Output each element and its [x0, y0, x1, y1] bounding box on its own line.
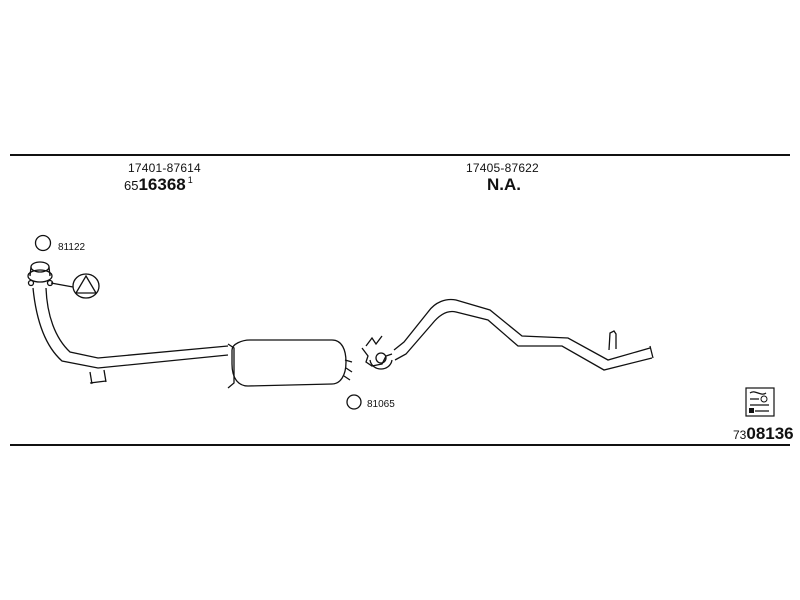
rear-part-number: 17405-87622 — [466, 161, 539, 175]
front-pipe — [32, 287, 229, 385]
top-divider — [10, 154, 790, 156]
front-code-main: 16368 — [138, 175, 186, 194]
callout-81122-label: 81122 — [58, 242, 86, 253]
catalog-prefix: 73 — [733, 428, 747, 442]
rear-clamp — [361, 335, 393, 370]
catalog-box-icon — [745, 387, 775, 417]
callout-81065-label: 81065 — [367, 399, 395, 410]
front-code-sup: 1 — [187, 175, 193, 185]
catalog-main: 08136 — [746, 424, 794, 443]
flange-gasket — [50, 273, 100, 299]
bottom-divider — [10, 444, 790, 446]
front-code-prefix: 65 — [124, 178, 139, 193]
tail-pipe — [393, 298, 654, 371]
gasket-81065-symbol — [346, 394, 362, 410]
rear-status: N.A. — [487, 175, 521, 194]
front-flange — [27, 261, 54, 287]
catalog-number: 7308136 — [733, 424, 794, 444]
muffler — [227, 339, 353, 389]
front-part-number: 17401-87614 — [128, 161, 201, 175]
gasket-81122-symbol — [34, 234, 52, 252]
